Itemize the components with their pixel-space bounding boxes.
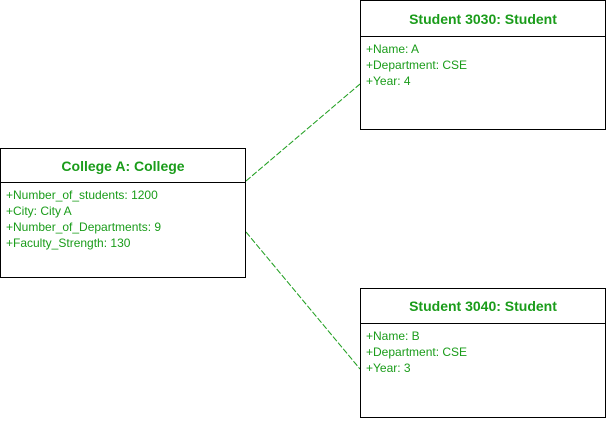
attribute-name: +Name: B: [366, 329, 420, 343]
college-object-box[interactable]: College A: College +Number_of_students: …: [0, 148, 246, 278]
student-3040-object-box[interactable]: Student 3040: Student +Name: B +Departme…: [360, 288, 606, 418]
attribute-number-of-students: +Number_of_students: 1200: [6, 188, 158, 202]
link-college-to-student-3030: [245, 83, 361, 182]
student-3030-object-title: Student 3030: Student: [361, 1, 605, 37]
student-3040-object-title: Student 3040: Student: [361, 289, 605, 324]
attribute-year: +Year: 3: [366, 361, 411, 375]
attribute-name: +Name: A: [366, 42, 420, 56]
attribute-department: +Department: CSE: [366, 345, 468, 359]
attribute-year: +Year: 4: [366, 74, 411, 88]
student-3030-object-box[interactable]: Student 3030: Student +Name: A +Departme…: [360, 0, 606, 130]
attribute-city: +City: City A: [6, 204, 72, 218]
student-3040-attribute-list: +Name: B +Department: CSE +Year: 3: [361, 324, 605, 376]
student-3030-attribute-list: +Name: A +Department: CSE +Year: 4: [361, 37, 605, 89]
attribute-number-of-departments: +Number_of_Departments: 9: [6, 220, 162, 234]
attribute-faculty-strength: +Faculty_Strength: 130: [6, 236, 131, 250]
attribute-department: +Department: CSE: [366, 58, 468, 72]
college-attribute-list: +Number_of_students: 1200 +City: City A …: [1, 183, 245, 251]
college-object-title: College A: College: [1, 149, 245, 183]
link-college-to-student-3040: [245, 231, 361, 370]
